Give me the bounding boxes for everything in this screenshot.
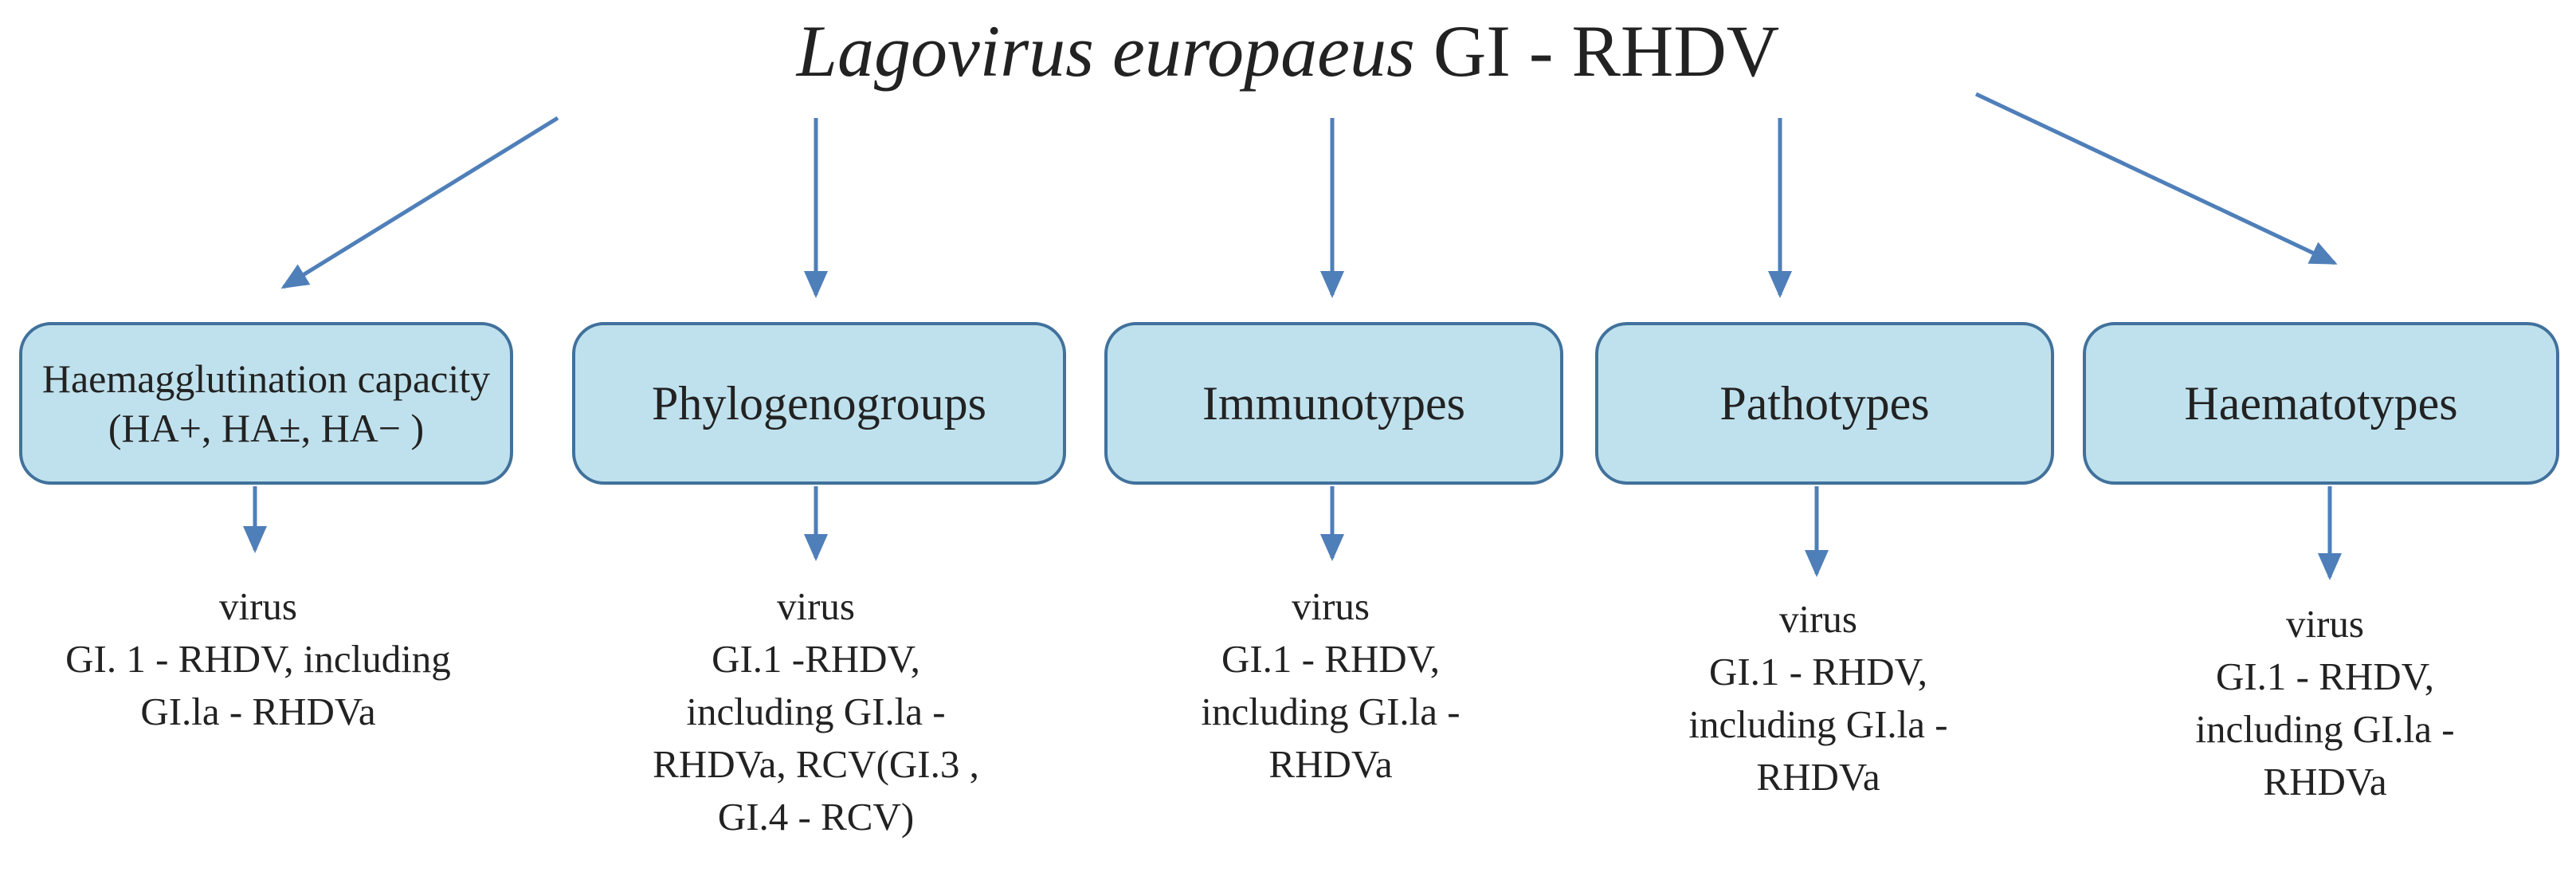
arrow-to-haemagglutination [280,116,559,289]
box-haematotypes: Haematotypes [2083,322,2559,485]
box-haemagglutination: Haemagglutination capacity (HA+, HA±, HA… [19,322,513,485]
box-pathotypes: Pathotypes [1595,322,2054,485]
box-immunotypes: Immunotypes [1104,322,1563,485]
desc-phylogenogroups: virus GI.1 -RHDV, including GI.la - RHDV… [653,584,979,839]
arrow-to-haematotypes [1974,92,2338,265]
title-genus: Lagovirus europaeus [796,10,1415,92]
box-pathotypes-label: Pathotypes [1719,377,1930,430]
title-genotype: GI - RHDV [1433,10,1780,92]
box-haemagglutination-label: Haemagglutination capacity (HA+, HA±, HA… [41,356,491,450]
desc-haemagglutination: virus GI. 1 - RHDV, including GI.la - RH… [65,584,451,733]
box-immunotypes-label: Immunotypes [1202,377,1465,430]
desc-immunotypes: virus GI.1 - RHDV, including GI.la - RHD… [1201,584,1461,786]
box-phylogenogroups: Phylogenogroups [572,322,1066,485]
desc-haematotypes: virus GI.1 - RHDV, including GI.la - RHD… [2195,602,2455,804]
diagram-title: Lagovirus europaeus GI - RHDV [0,3,2576,99]
desc-pathotypes: virus GI.1 - RHDV, including GI.la - RHD… [1688,597,1948,799]
box-haematotypes-label: Haematotypes [2184,377,2458,430]
box-phylogenogroups-label: Phylogenogroups [652,377,986,430]
